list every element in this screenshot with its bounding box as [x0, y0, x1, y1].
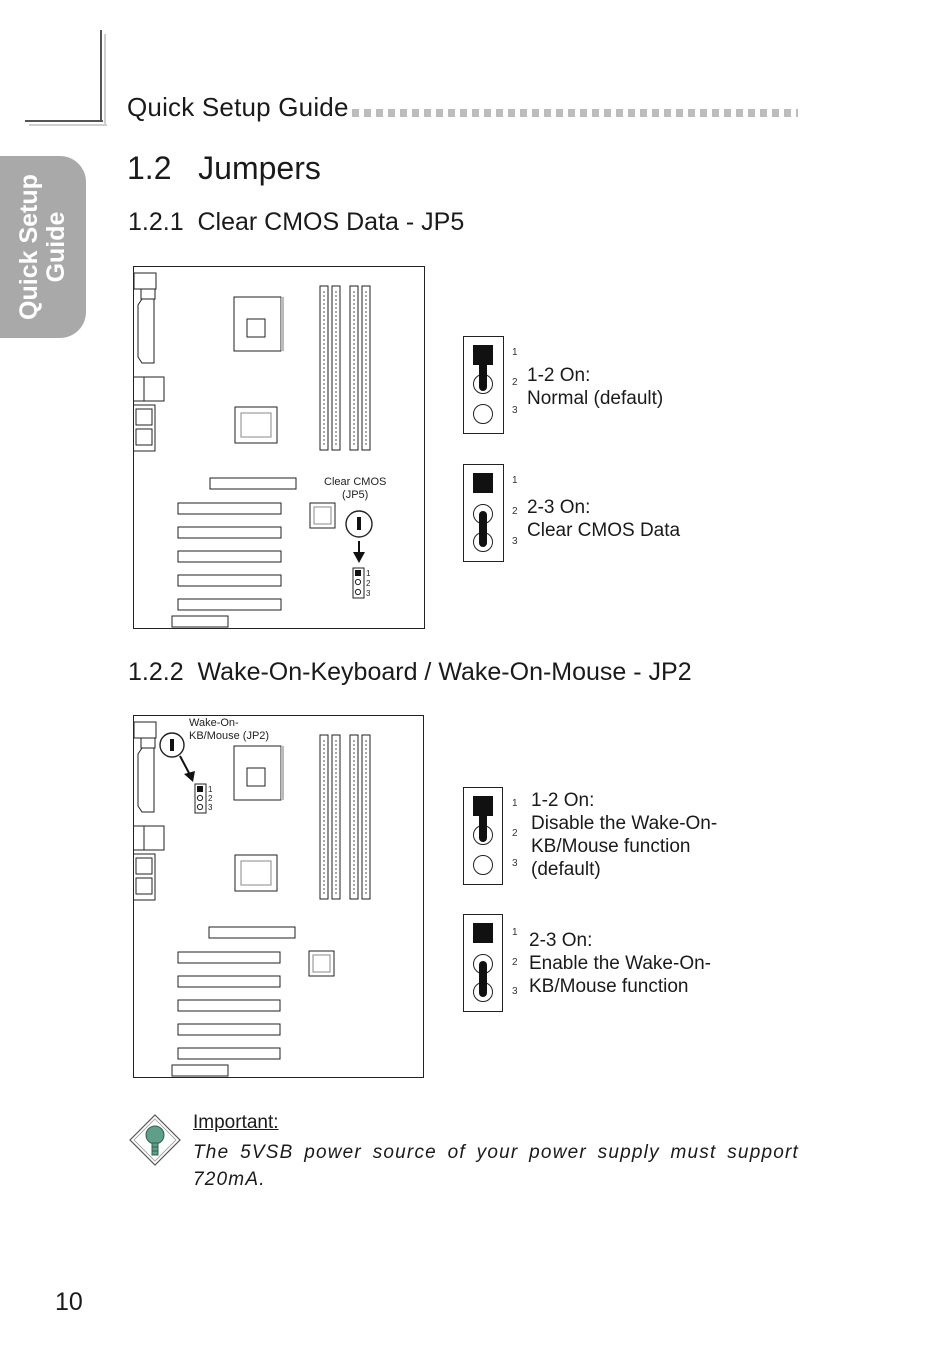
jumper-cap — [479, 961, 487, 997]
corner-shadow-vertical — [104, 34, 106, 126]
jp5-option-2-label: 2-3 On: Clear CMOS Data — [527, 496, 680, 542]
motherboard-diagram-jp5: Clear CMOS (JP5) 1 2 3 — [132, 266, 425, 629]
lightbulb-icon — [129, 1114, 181, 1166]
side-tab: Quick Setup Guide — [0, 156, 86, 338]
motherboard-layout-jp5 — [132, 272, 373, 628]
important-title: Important: — [193, 1112, 279, 1133]
jp2-opt2-pin-3: 3 — [512, 986, 518, 997]
subsection-title-jp2: 1.2.2 Wake-On-Keyboard / Wake-On-Mouse -… — [128, 658, 692, 686]
jp5-option-2-description: Clear CMOS Data — [527, 520, 681, 541]
jp5-opt1-pin-3: 3 — [512, 405, 518, 416]
section-title: 1.2 Jumpers — [127, 150, 321, 186]
motherboard-diagram-jp2: Wake-On- KB/Mouse (JP2) 1 2 3 — [132, 715, 424, 1078]
corner-shadow-horizontal — [29, 124, 107, 126]
jp2-board-label: Wake-On- KB/Mouse (JP2) — [189, 717, 270, 742]
jp2-pin-number-3: 3 — [208, 803, 213, 812]
jp2-opt2-pin-1: 1 — [512, 927, 518, 938]
jp5-pin-number-1: 1 — [366, 569, 371, 578]
pin-1-square — [473, 923, 493, 943]
jp5-jumper-2-3 — [463, 464, 504, 562]
jp5-option-1-setting: 1-2 On: — [527, 365, 591, 386]
jp2-jumper-1-2 — [463, 787, 503, 885]
jp5-opt2-pin-2: 2 — [512, 506, 518, 517]
jp5-option-1-label: 1-2 On: Normal (default) — [527, 364, 663, 410]
jp5-opt2-pin-3: 3 — [512, 536, 518, 547]
jp2-opt2-pin-2: 2 — [512, 957, 518, 968]
jp2-option-2-label: 2-3 On: Enable the Wake-On- KB/Mouse fun… — [529, 930, 711, 997]
jp5-opt1-pin-1: 1 — [512, 347, 518, 358]
jumper-cap — [479, 511, 487, 547]
jumper-cap — [479, 355, 487, 391]
jp5-pin-number-3: 3 — [366, 589, 371, 598]
corner-mark-horizontal — [25, 120, 103, 122]
jp2-opt1-pin-3: 3 — [512, 858, 518, 869]
jp5-option-2-setting: 2-3 On: — [527, 497, 591, 518]
page-number: 10 — [55, 1288, 83, 1316]
corner-mark-vertical — [100, 30, 102, 122]
jp5-opt2-pin-1: 1 — [512, 475, 518, 486]
motherboard-layout-jp2 — [132, 721, 371, 1077]
pin-3-circle — [473, 404, 493, 424]
pin-1-square — [473, 473, 493, 493]
jp2-jumper-2-3 — [463, 914, 503, 1012]
jp2-pin-number-1: 1 — [208, 785, 213, 794]
jp5-pin-number-2: 2 — [366, 579, 371, 588]
header-dot-rule — [352, 109, 798, 117]
header-title: Quick Setup Guide — [127, 92, 349, 122]
jp5-option-1-description: Normal (default) — [527, 388, 664, 409]
jumper-cap — [479, 806, 487, 842]
side-tab-text: Quick Setup Guide — [15, 174, 70, 320]
side-tab-label: Quick Setup Guide — [15, 172, 70, 322]
jp5-jumper-1-2 — [463, 336, 504, 434]
jp2-opt1-pin-1: 1 — [512, 798, 518, 809]
jp5-opt1-pin-2: 2 — [512, 377, 518, 388]
jp2-pin-number-2: 2 — [208, 794, 213, 803]
jp2-option-1-label: 1-2 On: Disable the Wake-On- KB/Mouse fu… — [531, 790, 718, 880]
subsection-title-jp5: 1.2.1 Clear CMOS Data - JP5 — [128, 208, 465, 236]
jp5-board-label: Clear CMOS (JP5) — [324, 476, 387, 501]
important-body: The 5VSB power source of your power supp… — [193, 1142, 799, 1190]
jp2-opt1-pin-2: 2 — [512, 828, 518, 839]
pin-3-circle — [473, 855, 493, 875]
